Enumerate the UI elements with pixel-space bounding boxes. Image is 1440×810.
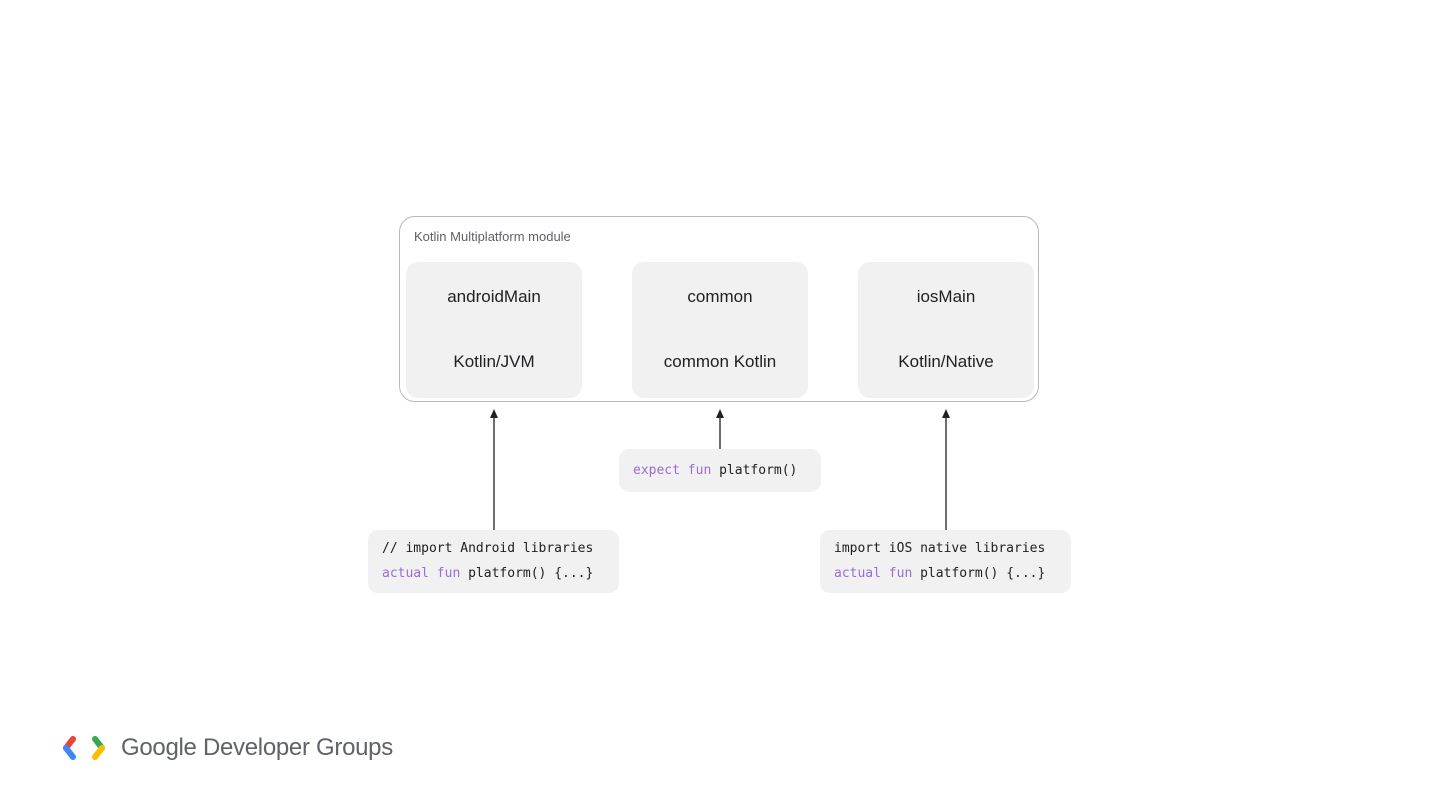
code-keyword: actual (834, 566, 881, 581)
code-text: platform() (719, 463, 798, 478)
code-line: expect fun platform() (633, 458, 821, 483)
gdg-logo-icon (63, 736, 105, 760)
code-keyword: expect (633, 463, 680, 478)
code-box-ios-actual: import iOS native libraries actual fun p… (820, 530, 1071, 593)
source-set-androidmain: androidMain Kotlin/JVM (406, 262, 582, 398)
source-set-name: androidMain (447, 287, 541, 306)
arrow-ios-to-iosmain (942, 409, 950, 530)
arrow-android-to-androidmain (490, 409, 498, 530)
source-set-iosmain: iosMain Kotlin/Native (858, 262, 1034, 398)
module-title: Kotlin Multiplatform module (414, 229, 571, 244)
code-box-android-actual: // import Android libraries actual fun p… (368, 530, 619, 593)
gdg-brand-text: Google Developer Groups (121, 734, 393, 761)
code-keyword: fun (888, 566, 913, 581)
source-set-name: common (687, 287, 753, 306)
code-line: actual fun platform() {...} (834, 561, 1071, 586)
code-text: platform() {...} (468, 566, 594, 581)
code-keyword: fun (687, 463, 712, 478)
code-comment: // import Android libraries (382, 541, 594, 556)
source-set-target: Kotlin/JVM (453, 352, 535, 371)
source-set-common: common common Kotlin (632, 262, 808, 398)
code-line: actual fun platform() {...} (382, 561, 619, 586)
source-set-name: iosMain (916, 287, 976, 306)
gdg-brand: Google Developer Groups (62, 733, 393, 763)
code-text: platform() {...} (920, 566, 1046, 581)
source-set-target: Kotlin/Native (898, 352, 994, 371)
code-keyword: actual (382, 566, 429, 581)
code-box-expect: expect fun platform() (619, 449, 821, 492)
code-import: import iOS native libraries (834, 541, 1046, 556)
kmp-module-frame: Kotlin Multiplatform module androidMain … (399, 216, 1039, 402)
source-set-target: common Kotlin (663, 352, 777, 371)
code-keyword: fun (436, 566, 461, 581)
arrow-expect-to-common (716, 409, 724, 449)
